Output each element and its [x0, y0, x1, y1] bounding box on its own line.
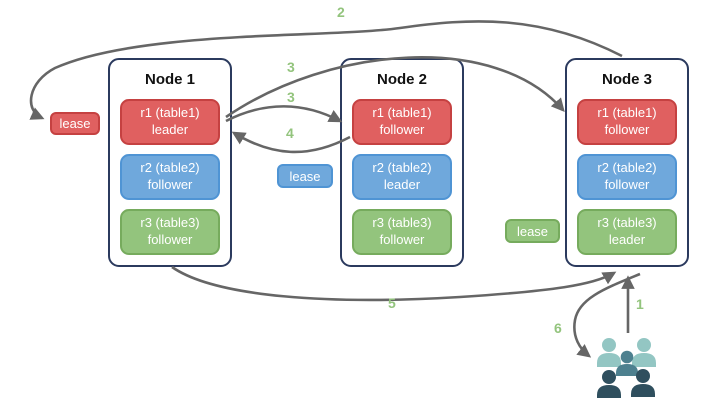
replica-name: r2 (table2): [597, 160, 657, 176]
arrow-step-3-to-node2: [225, 105, 343, 123]
node-2-replica-r3: r3 (table3) follower: [352, 209, 452, 255]
replica-role: follower: [147, 177, 193, 192]
replica-name: r2 (table2): [372, 160, 432, 176]
node-2-replica-r1: r1 (table1) follower: [352, 99, 452, 145]
replica-name: r1 (table1): [372, 105, 432, 121]
arrow-step-6: [573, 272, 641, 358]
replica-name: r3 (table3): [372, 215, 432, 231]
lease-badge-green: lease: [505, 219, 560, 243]
replica-role: follower: [379, 232, 425, 247]
node-1-replica-r2: r2 (table2) follower: [120, 154, 220, 200]
node-1-replica-r1: r1 (table1) leader: [120, 99, 220, 145]
node-3-title: Node 3: [601, 71, 652, 88]
step-label-2: 2: [337, 4, 345, 20]
node-1-title: Node 1: [144, 71, 195, 88]
step-label-4: 4: [286, 125, 294, 141]
lease-badge-red: lease: [50, 112, 100, 135]
step-label-1: 1: [636, 296, 644, 312]
replica-name: r3 (table3): [140, 215, 200, 231]
node-3-replica-r3: r3 (table3) leader: [577, 209, 677, 255]
replica-role: follower: [604, 122, 650, 137]
replica-name: r1 (table1): [597, 105, 657, 121]
replica-name: r1 (table1): [140, 105, 200, 121]
replica-role: leader: [383, 177, 421, 192]
step-label-3-upper: 3: [287, 59, 295, 75]
node-2-title: Node 2: [376, 71, 427, 88]
users-icon: [597, 338, 656, 398]
node-1-box: Node 1 r1 (table1) leader r2 (table2) fo…: [108, 58, 232, 267]
node-3-replica-r1: r1 (table1) follower: [577, 99, 677, 145]
replica-name: r2 (table2): [140, 160, 200, 176]
node-3-replica-r2: r2 (table2) follower: [577, 154, 677, 200]
node-2-replica-r2: r2 (table2) leader: [352, 154, 452, 200]
node-1-replica-r3: r3 (table3) follower: [120, 209, 220, 255]
step-label-3-lower: 3: [287, 89, 295, 105]
node-3-box: Node 3 r1 (table1) follower r2 (table2) …: [565, 58, 689, 267]
replica-role: leader: [608, 232, 646, 247]
replica-role: follower: [147, 232, 193, 247]
replica-role: follower: [604, 177, 650, 192]
step-label-5: 5: [388, 295, 396, 311]
replica-role: leader: [151, 122, 189, 137]
step-label-6: 6: [554, 320, 562, 336]
replica-name: r3 (table3): [597, 215, 657, 231]
lease-badge-blue: lease: [277, 164, 333, 188]
node-2-box: Node 2 r1 (table1) follower r2 (table2) …: [340, 58, 464, 267]
replica-role: follower: [379, 122, 425, 137]
